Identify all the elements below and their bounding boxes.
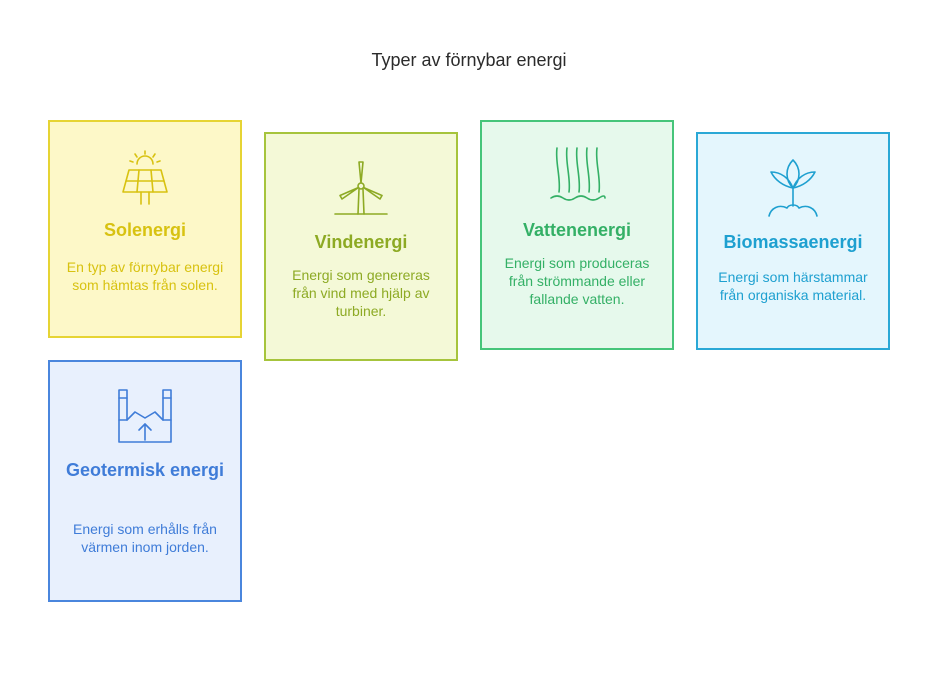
card-description: Energi som härstammar från organiska mat… <box>718 269 868 303</box>
card-title: Vattenenergi <box>522 220 632 240</box>
solar-panel-icon <box>122 150 168 205</box>
card-description: Energi som genereras från vind med hjälp… <box>292 267 430 319</box>
card-description: En typ av förnybar energi som hämtas frå… <box>66 259 224 293</box>
wind-turbine-icon <box>334 161 388 215</box>
card-vindenergi: Vindenergi Energi som genereras från vin… <box>264 132 458 361</box>
card-solenergi: Solenergi En typ av förnybar energi som … <box>48 120 242 338</box>
card-title: Solenergi <box>103 220 187 240</box>
waterfall-icon <box>550 147 606 201</box>
card-description: Energi som produceras från strömmande el… <box>504 255 650 307</box>
card-biomassaenergi: Biomassaenergi Energi som härstammar frå… <box>696 132 890 350</box>
card-geotermisk-energi: Geotermisk energi Energi som erhålls frå… <box>48 360 242 602</box>
card-description: Energi som erhålls från värmen inom jord… <box>73 521 217 555</box>
geothermal-plant-icon <box>118 389 172 443</box>
card-title: Vindenergi <box>314 232 408 252</box>
plant-sprout-icon <box>768 159 818 217</box>
diagram-title: Typer av förnybar energi <box>371 50 567 70</box>
card-title: Biomassaenergi <box>723 232 863 252</box>
card-vattenenergi: Vattenenergi Energi som produceras från … <box>480 120 674 350</box>
card-title: Geotermisk energi <box>65 460 225 480</box>
